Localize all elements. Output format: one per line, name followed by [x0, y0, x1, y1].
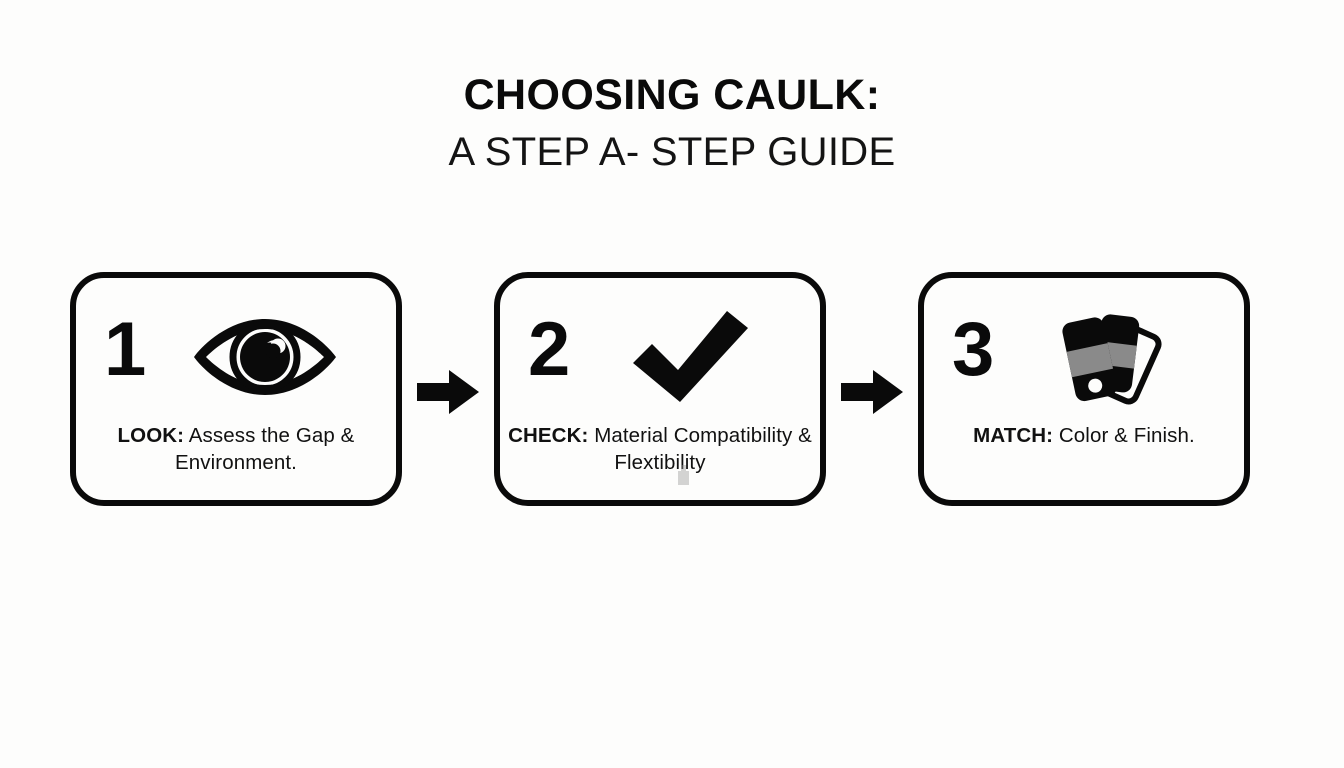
page-subtitle: A STEP A- STEP GUIDE	[448, 130, 896, 174]
color-swatches-icon	[1028, 304, 1198, 409]
step-caption-1: LOOK: Assess the Gap & Environment.	[84, 422, 388, 477]
page-title: CHOOSING CAULK:	[463, 71, 881, 119]
step-body-1: Assess the Gap & Environment.	[175, 424, 355, 475]
step-body-2: Material Compatibility & Flextibility	[588, 424, 812, 475]
title-block: CHOOSING CAULK: A STEP A- STEP GUIDE	[0, 71, 1344, 174]
step-number-3: 3	[952, 307, 995, 392]
step-number-2: 2	[528, 307, 571, 392]
step-lead-3: MATCH:	[973, 424, 1054, 447]
eye-icon	[180, 304, 350, 409]
checkmark-icon	[604, 304, 774, 409]
step-caption-2: CHECK: Material Compatibility & Flextibi…	[508, 422, 812, 477]
steps-row: 1 LOOK: Assess the Gap & Environment.	[70, 272, 1274, 506]
arrow-step-2-to-3	[826, 272, 918, 506]
step-lead-1: LOOK:	[117, 424, 185, 447]
step-card-3[interactable]: 3 MATCH: Color & F	[918, 272, 1250, 506]
step-card-1[interactable]: 1 LOOK: Assess the Gap & Environment.	[70, 272, 402, 506]
step-lead-2: CHECK:	[508, 424, 589, 447]
arrow-step-1-to-2	[402, 272, 494, 506]
step-number-1: 1	[104, 307, 147, 392]
step-caption-3: MATCH: Color & Finish.	[932, 422, 1236, 449]
step-body-3: Color & Finish.	[1053, 424, 1195, 447]
step-card-2[interactable]: 2 CHECK: Material Compatibility & Flexti…	[494, 272, 826, 506]
